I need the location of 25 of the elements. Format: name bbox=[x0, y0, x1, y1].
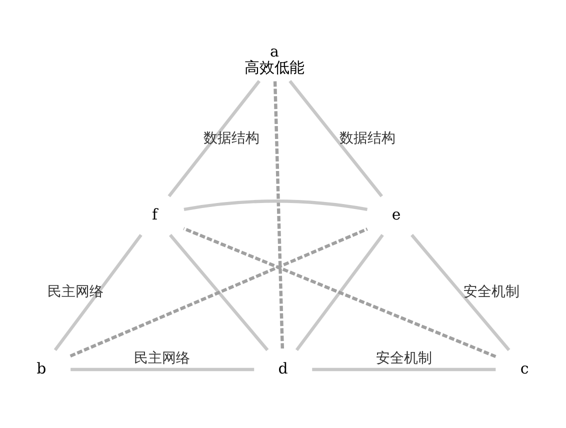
node-text: a bbox=[270, 42, 279, 60]
connector bbox=[70, 367, 254, 371]
connector bbox=[70, 227, 368, 358]
connector bbox=[273, 80, 284, 350]
connector bbox=[410, 233, 510, 351]
node-label: 高效低能 bbox=[244, 58, 304, 76]
connector bbox=[312, 367, 496, 371]
connector bbox=[183, 226, 496, 358]
connector bbox=[168, 80, 261, 197]
node-text: b bbox=[36, 358, 46, 377]
connector bbox=[54, 233, 142, 350]
edge-label: 数据结构 bbox=[204, 130, 260, 146]
connector bbox=[168, 233, 269, 351]
node-text: e bbox=[392, 205, 401, 224]
connector bbox=[295, 233, 384, 350]
node-text: c bbox=[520, 358, 529, 377]
edge-label: 民主网络 bbox=[134, 350, 190, 366]
node-text: f bbox=[152, 205, 158, 224]
edge-label: 数据结构 bbox=[339, 130, 396, 146]
edge-label: 安全机制 bbox=[463, 284, 520, 300]
edge-label: 民主网络 bbox=[48, 284, 104, 300]
node-text: d bbox=[278, 358, 288, 377]
edge-label: 安全机制 bbox=[376, 350, 432, 366]
connector bbox=[184, 199, 368, 211]
connector bbox=[288, 80, 383, 197]
